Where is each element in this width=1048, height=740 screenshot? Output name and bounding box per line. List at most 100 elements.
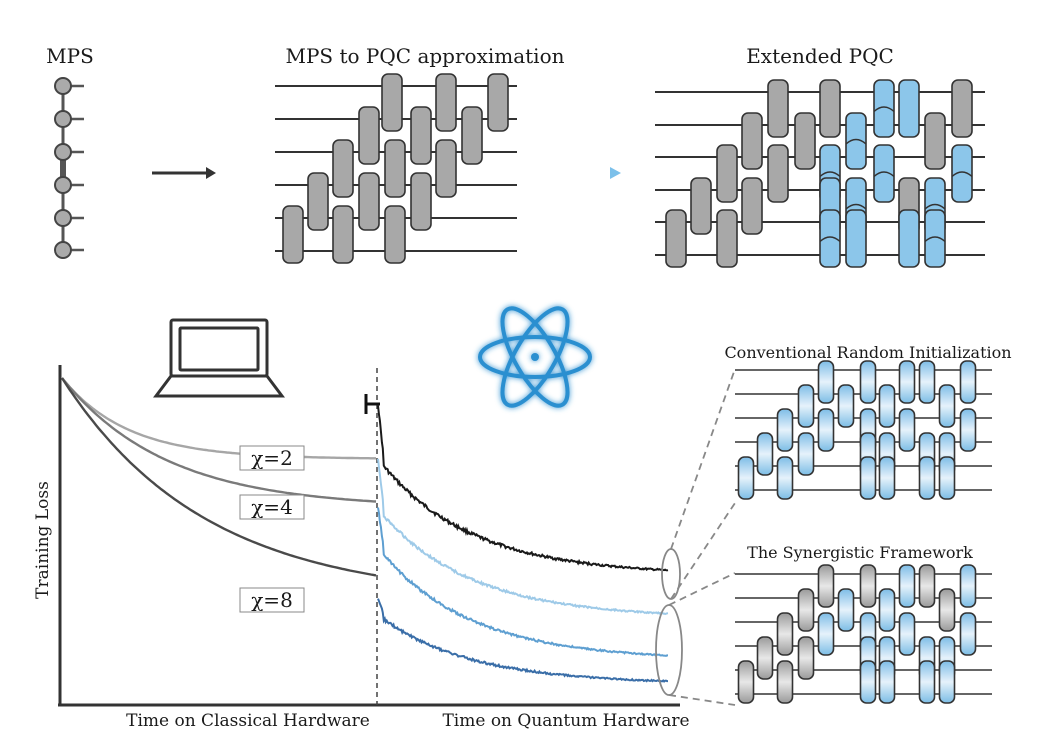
gate-seam xyxy=(845,138,867,145)
extended-circuit xyxy=(655,79,985,268)
gate xyxy=(837,588,855,632)
gate xyxy=(716,144,738,203)
approx-title: MPS to PQC approximation xyxy=(286,44,565,68)
gate xyxy=(741,112,763,170)
x-axis-label-quantum: Time on Quantum Hardware xyxy=(442,711,689,731)
quantum-curve xyxy=(377,507,668,657)
atom-icon xyxy=(478,306,592,408)
loss-curves xyxy=(60,377,669,683)
gate xyxy=(797,432,815,476)
gate xyxy=(794,112,816,170)
inset-top-title: Conventional Random Initialization xyxy=(724,343,1011,362)
gate xyxy=(776,456,794,500)
gate xyxy=(959,612,977,656)
classical-curve xyxy=(61,377,376,460)
gate xyxy=(384,139,406,198)
mps-node xyxy=(54,176,72,194)
gate xyxy=(938,456,956,500)
gate xyxy=(873,79,895,138)
classical-curve xyxy=(60,377,377,577)
gate xyxy=(924,209,946,268)
mps-title: MPS xyxy=(46,44,94,68)
quantum-curve xyxy=(377,405,669,572)
gate xyxy=(878,660,896,704)
gate xyxy=(898,79,920,138)
gate xyxy=(918,360,936,404)
gate xyxy=(776,612,794,656)
gate xyxy=(878,588,896,632)
chi-8-text: χ=8 xyxy=(251,588,293,612)
mps-node xyxy=(54,77,72,95)
y-axis-label: Training Loss xyxy=(33,481,53,599)
gate xyxy=(859,456,877,500)
inset-bottom-title: The Synergistic Framework xyxy=(747,543,973,562)
chart-axes xyxy=(58,365,680,707)
gate-seam xyxy=(873,171,895,178)
approx-circuit xyxy=(275,73,517,264)
gate xyxy=(797,588,815,632)
zoom-connectors xyxy=(655,368,736,706)
gate xyxy=(845,112,867,170)
gate xyxy=(959,408,977,452)
gate xyxy=(819,209,841,268)
gate xyxy=(332,139,354,198)
laptop-icon xyxy=(153,318,285,398)
gate xyxy=(332,205,354,264)
gate xyxy=(797,636,815,680)
gate-seam xyxy=(924,203,946,210)
gate xyxy=(435,139,457,198)
chi-2-text: χ=2 xyxy=(251,446,293,470)
gate-seam xyxy=(873,106,895,113)
gate xyxy=(384,205,406,264)
gate xyxy=(898,612,916,656)
gate xyxy=(898,408,916,452)
gate-seam xyxy=(845,203,867,210)
arrow-right-2 xyxy=(557,167,621,179)
mps-node xyxy=(54,241,72,259)
gate xyxy=(776,660,794,704)
random-init-circuit xyxy=(735,360,992,500)
gate xyxy=(767,79,789,138)
gate xyxy=(859,660,877,704)
gate xyxy=(817,612,835,656)
gate xyxy=(381,73,403,132)
gate xyxy=(878,456,896,500)
gate xyxy=(307,172,329,231)
gate xyxy=(859,564,877,608)
gate xyxy=(358,172,380,231)
gate xyxy=(410,172,432,231)
gate xyxy=(690,177,712,235)
start-marker xyxy=(364,394,380,414)
quantum-curve xyxy=(377,458,669,616)
gate xyxy=(845,209,867,268)
gate xyxy=(951,144,973,203)
gate xyxy=(817,408,835,452)
gate-seam xyxy=(819,171,841,178)
gate xyxy=(819,79,841,138)
gate xyxy=(716,209,738,268)
synergistic-circuit xyxy=(735,564,992,704)
gate xyxy=(737,660,755,704)
gate xyxy=(918,456,936,500)
gate xyxy=(918,564,936,608)
gate xyxy=(435,73,457,132)
gate xyxy=(741,177,763,235)
gate xyxy=(756,636,774,680)
gate xyxy=(951,79,973,138)
mps-node xyxy=(54,143,72,161)
gate xyxy=(837,384,855,428)
mps-chain xyxy=(54,77,84,259)
x-axis-label-classical: Time on Classical Hardware xyxy=(126,711,370,731)
gate xyxy=(898,360,916,404)
gate-seam xyxy=(924,236,946,243)
gate xyxy=(797,384,815,428)
gate xyxy=(924,112,946,170)
gate xyxy=(817,564,835,608)
chi-label-8: χ=8 xyxy=(239,587,305,613)
gate xyxy=(776,408,794,452)
gate-seam xyxy=(819,236,841,243)
gate xyxy=(461,106,483,165)
gate xyxy=(358,106,380,165)
